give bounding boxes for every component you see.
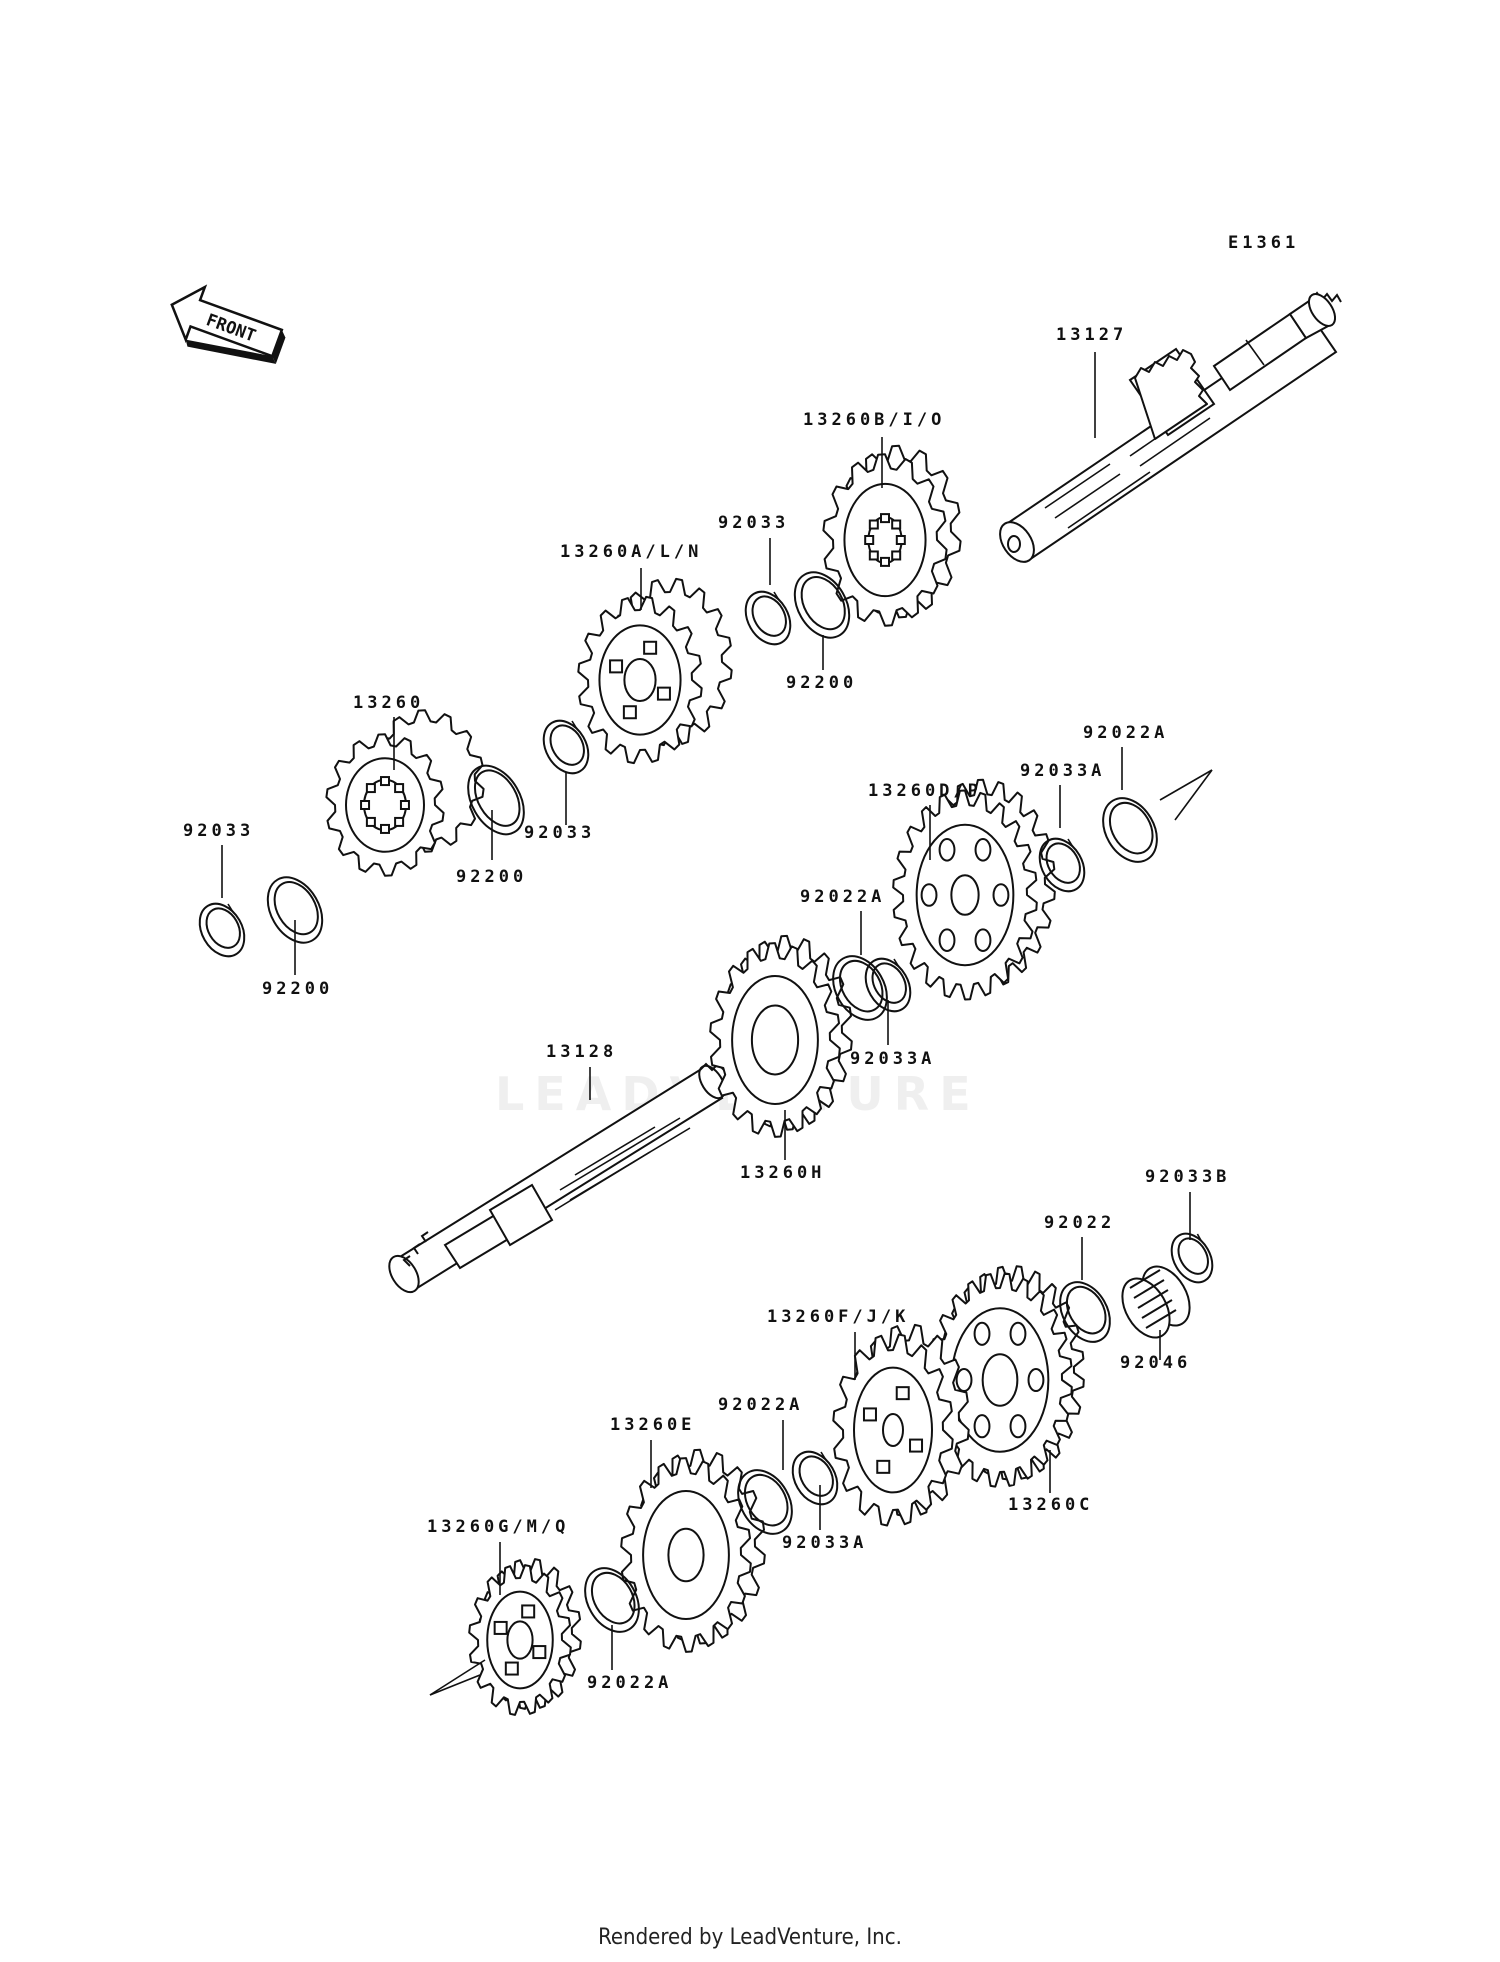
washer-92022a-mid [832, 955, 888, 1021]
label-92022a-bottom: 92022A [587, 1673, 672, 1693]
part-labels: 13127 13260B/I/O 13260A/L/N 92033 92200 … [183, 325, 1230, 1693]
gear-13260gmq [468, 1558, 582, 1716]
shaft-13128 [388, 1062, 726, 1294]
gear-13260h [709, 934, 853, 1138]
washer-92200-left [266, 876, 324, 944]
circlip-92033-top [744, 590, 792, 646]
label-92033-mid: 92033 [524, 823, 595, 843]
label-13260e: 13260E [610, 1415, 695, 1435]
circlip-92033a-low [791, 1450, 839, 1506]
label-92200-mid: 92200 [456, 867, 527, 887]
shaft-13127 [999, 291, 1342, 563]
label-92200-top: 92200 [786, 673, 857, 693]
label-92033a-right: 92033A [1020, 761, 1105, 781]
label-92022a-low: 92022A [718, 1395, 803, 1415]
washer-92022a-right [1102, 797, 1158, 863]
front-arrow-icon: FRONT [170, 284, 286, 364]
footer-credit: Rendered by LeadVenture, Inc. [598, 1925, 902, 1950]
label-13260gmq: 13260G/M/Q [427, 1517, 569, 1537]
washer-92022 [1059, 1281, 1111, 1343]
circlip-92033a-right [1038, 837, 1086, 893]
gear-13260dp [892, 778, 1056, 1001]
gears-group [325, 444, 1085, 1716]
circlip-92033-left [198, 902, 246, 958]
rings-group [198, 571, 1214, 1633]
label-92022a-mid: 92022A [800, 887, 885, 907]
label-92033-left: 92033 [183, 821, 254, 841]
washer-92022a-bottom [584, 1567, 640, 1633]
label-92046: 92046 [1120, 1353, 1191, 1373]
gear-13260c [927, 1265, 1085, 1488]
gear-13260 [325, 709, 485, 877]
label-13260h: 13260H [740, 1163, 825, 1183]
circlip-92033b [1170, 1232, 1214, 1284]
gear-13260fjk [832, 1323, 970, 1527]
washer-92022a-low [737, 1469, 793, 1535]
needle-bearing-92046 [1121, 1265, 1191, 1339]
gear-13260bio [822, 444, 962, 627]
gear-13260aln [577, 577, 733, 765]
label-13128: 13128 [546, 1042, 617, 1062]
circlip-92033-mid [542, 719, 590, 775]
label-92033-top: 92033 [718, 513, 789, 533]
diagram-code: E1361 [1228, 233, 1299, 253]
circlip-92033a-mid [864, 957, 912, 1013]
label-92200-left: 92200 [262, 979, 333, 999]
label-92033b: 92033B [1145, 1167, 1230, 1187]
label-92033a-low: 92033A [782, 1533, 867, 1553]
washer-92200-mid [467, 764, 525, 836]
leader-lines [221, 352, 1213, 1696]
label-13260: 13260 [353, 693, 424, 713]
label-13260aln: 13260A/L/N [560, 542, 702, 562]
label-13260dp: 13260D/P [868, 781, 982, 801]
label-92022a-right: 92022A [1083, 723, 1168, 743]
label-13260bio: 13260B/I/O [803, 410, 945, 430]
washer-92200-top [793, 571, 851, 639]
label-92022: 92022 [1044, 1213, 1115, 1233]
label-13260fjk: 13260F/J/K [767, 1307, 909, 1327]
label-92033a-mid: 92033A [850, 1049, 935, 1069]
label-13260c: 13260C [1008, 1495, 1093, 1515]
gear-13260e [620, 1448, 766, 1653]
label-13127: 13127 [1056, 325, 1127, 345]
